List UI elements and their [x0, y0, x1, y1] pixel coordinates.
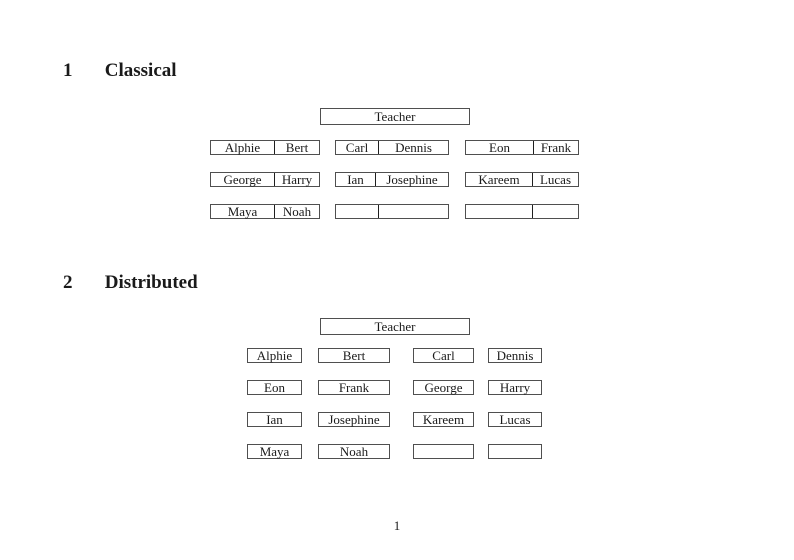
desk-single: Carl	[413, 348, 474, 363]
desk-single: George	[413, 380, 474, 395]
seat-right: Lucas	[532, 173, 578, 186]
desk-pair: Kareem Lucas	[465, 172, 579, 187]
desk-single: Lucas	[488, 412, 542, 427]
desk-pair: Eon Frank	[465, 140, 579, 155]
teacher-box: Teacher	[320, 318, 470, 335]
seat-left: Carl	[345, 140, 369, 155]
desk-pair: Maya Noah	[210, 204, 320, 219]
desk-pair: George Harry	[210, 172, 320, 187]
seat-left: Eon	[489, 140, 510, 155]
desk-single: Maya	[247, 444, 302, 459]
seat-left: Maya	[227, 204, 258, 219]
teacher-label: Teacher	[374, 109, 416, 124]
desk-single: Bert	[318, 348, 390, 363]
desk-single: Frank	[318, 380, 390, 395]
page-number: 1	[393, 518, 401, 533]
section-number: 2	[63, 272, 73, 293]
seat-left: George	[223, 172, 262, 187]
section-number: 1	[63, 60, 73, 81]
desk-single: Kareem	[413, 412, 474, 427]
seat-right: Dennis	[378, 141, 448, 154]
seat-right: Josephine	[375, 173, 448, 186]
seat-left: Alphie	[224, 140, 261, 155]
desk-single	[488, 444, 542, 459]
seat-right: Noah	[274, 205, 319, 218]
desk-pair: Ian Josephine	[335, 172, 449, 187]
desk-single: Josephine	[318, 412, 390, 427]
seat-right	[532, 205, 578, 218]
desk-single	[413, 444, 474, 459]
desk-pair	[465, 204, 579, 219]
seat-right: Frank	[533, 141, 578, 154]
desk-single: Dennis	[488, 348, 542, 363]
seat-right	[378, 205, 448, 218]
desk-single: Noah	[318, 444, 390, 459]
desk-single: Harry	[488, 380, 542, 395]
desk-pair: Alphie Bert	[210, 140, 320, 155]
seat-left	[336, 205, 378, 218]
seat-left: Ian	[347, 172, 364, 187]
seat-left	[466, 205, 532, 218]
teacher-label: Teacher	[374, 319, 416, 334]
desk-pair: Carl Dennis	[335, 140, 449, 155]
desk-single: Eon	[247, 380, 302, 395]
seat-right: Bert	[274, 141, 319, 154]
seat-right: Harry	[274, 173, 319, 186]
seat-left: Kareem	[478, 172, 520, 187]
desk-pair	[335, 204, 449, 219]
section-title: Distributed	[104, 272, 198, 293]
desk-single: Alphie	[247, 348, 302, 363]
section-title: Classical	[104, 60, 177, 81]
desk-single: Ian	[247, 412, 302, 427]
teacher-box: Teacher	[320, 108, 470, 125]
section-heading-classical: 1 Classical	[63, 60, 177, 83]
section-heading-distributed: 2 Distributed	[63, 272, 198, 295]
